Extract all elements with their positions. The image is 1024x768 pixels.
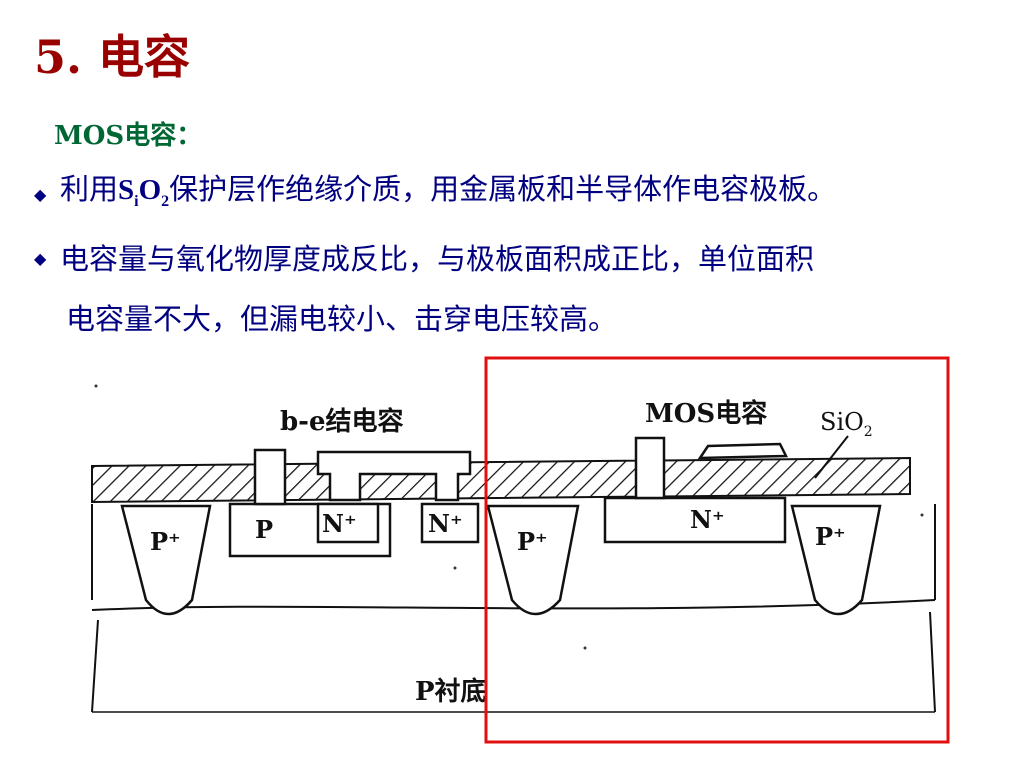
label-be-capacitor: b-e结电容 xyxy=(280,406,404,437)
subtitle: MOS电容： xyxy=(54,121,203,151)
label-p-plus-3: P⁺ xyxy=(815,522,846,551)
n-plus-region-mos xyxy=(603,496,787,544)
diamond-bullet-icon: ◆ xyxy=(34,185,47,205)
mos-highlight-box xyxy=(484,356,950,744)
p-plus-well-left xyxy=(120,504,212,616)
bullet-2-line1: 电容量与氧化物厚度成反比，与极板面积成正比，单位面积 xyxy=(60,242,815,276)
label-sio2: SiO2 xyxy=(820,408,873,440)
metal-contact-1 xyxy=(253,448,287,506)
n-plus-region-2 xyxy=(420,502,480,544)
label-n-plus-3: N⁺ xyxy=(690,505,725,534)
bullet-2-line2: 电容量不大，但漏电较小、击穿电压较高。 xyxy=(66,302,618,336)
metal-contact-mos xyxy=(634,436,666,500)
p-plus-well-mid xyxy=(486,504,580,616)
label-p-plus-1: P⁺ xyxy=(150,527,181,556)
bullet-1: ◆ 利用SiO2保护层作绝缘介质，用金属板和半导体作电容极板。 xyxy=(34,160,836,231)
sio2-layer xyxy=(91,456,911,504)
bullet-1-pre: 利用 xyxy=(60,172,119,206)
metal-contact-2 xyxy=(316,450,472,502)
mos-top-plate xyxy=(697,442,788,460)
n-plus-emitter xyxy=(316,502,380,544)
diamond-bullet-icon: ◆ xyxy=(34,249,47,268)
label-n-plus-1: N⁺ xyxy=(322,509,357,538)
label-p: P xyxy=(255,515,273,544)
sio2-symbol: SiO2 xyxy=(118,174,170,210)
label-substrate: P衬底 xyxy=(415,676,487,707)
label-mos-capacitor: MOS电容 xyxy=(645,398,767,429)
bullet-1-post: 保护层作绝缘介质，用金属板和半导体作电容极板。 xyxy=(169,172,837,206)
p-plus-well-right xyxy=(790,504,882,616)
bullet-2: ◆ 电容量与氧化物厚度成反比，与极板面积成正比，单位面积 xyxy=(34,228,814,288)
label-p-plus-2: P⁺ xyxy=(517,527,548,556)
sio2-pointer xyxy=(814,435,849,479)
slide-title: 5. 电容 xyxy=(34,30,191,84)
label-n-plus-2: N⁺ xyxy=(428,509,463,538)
